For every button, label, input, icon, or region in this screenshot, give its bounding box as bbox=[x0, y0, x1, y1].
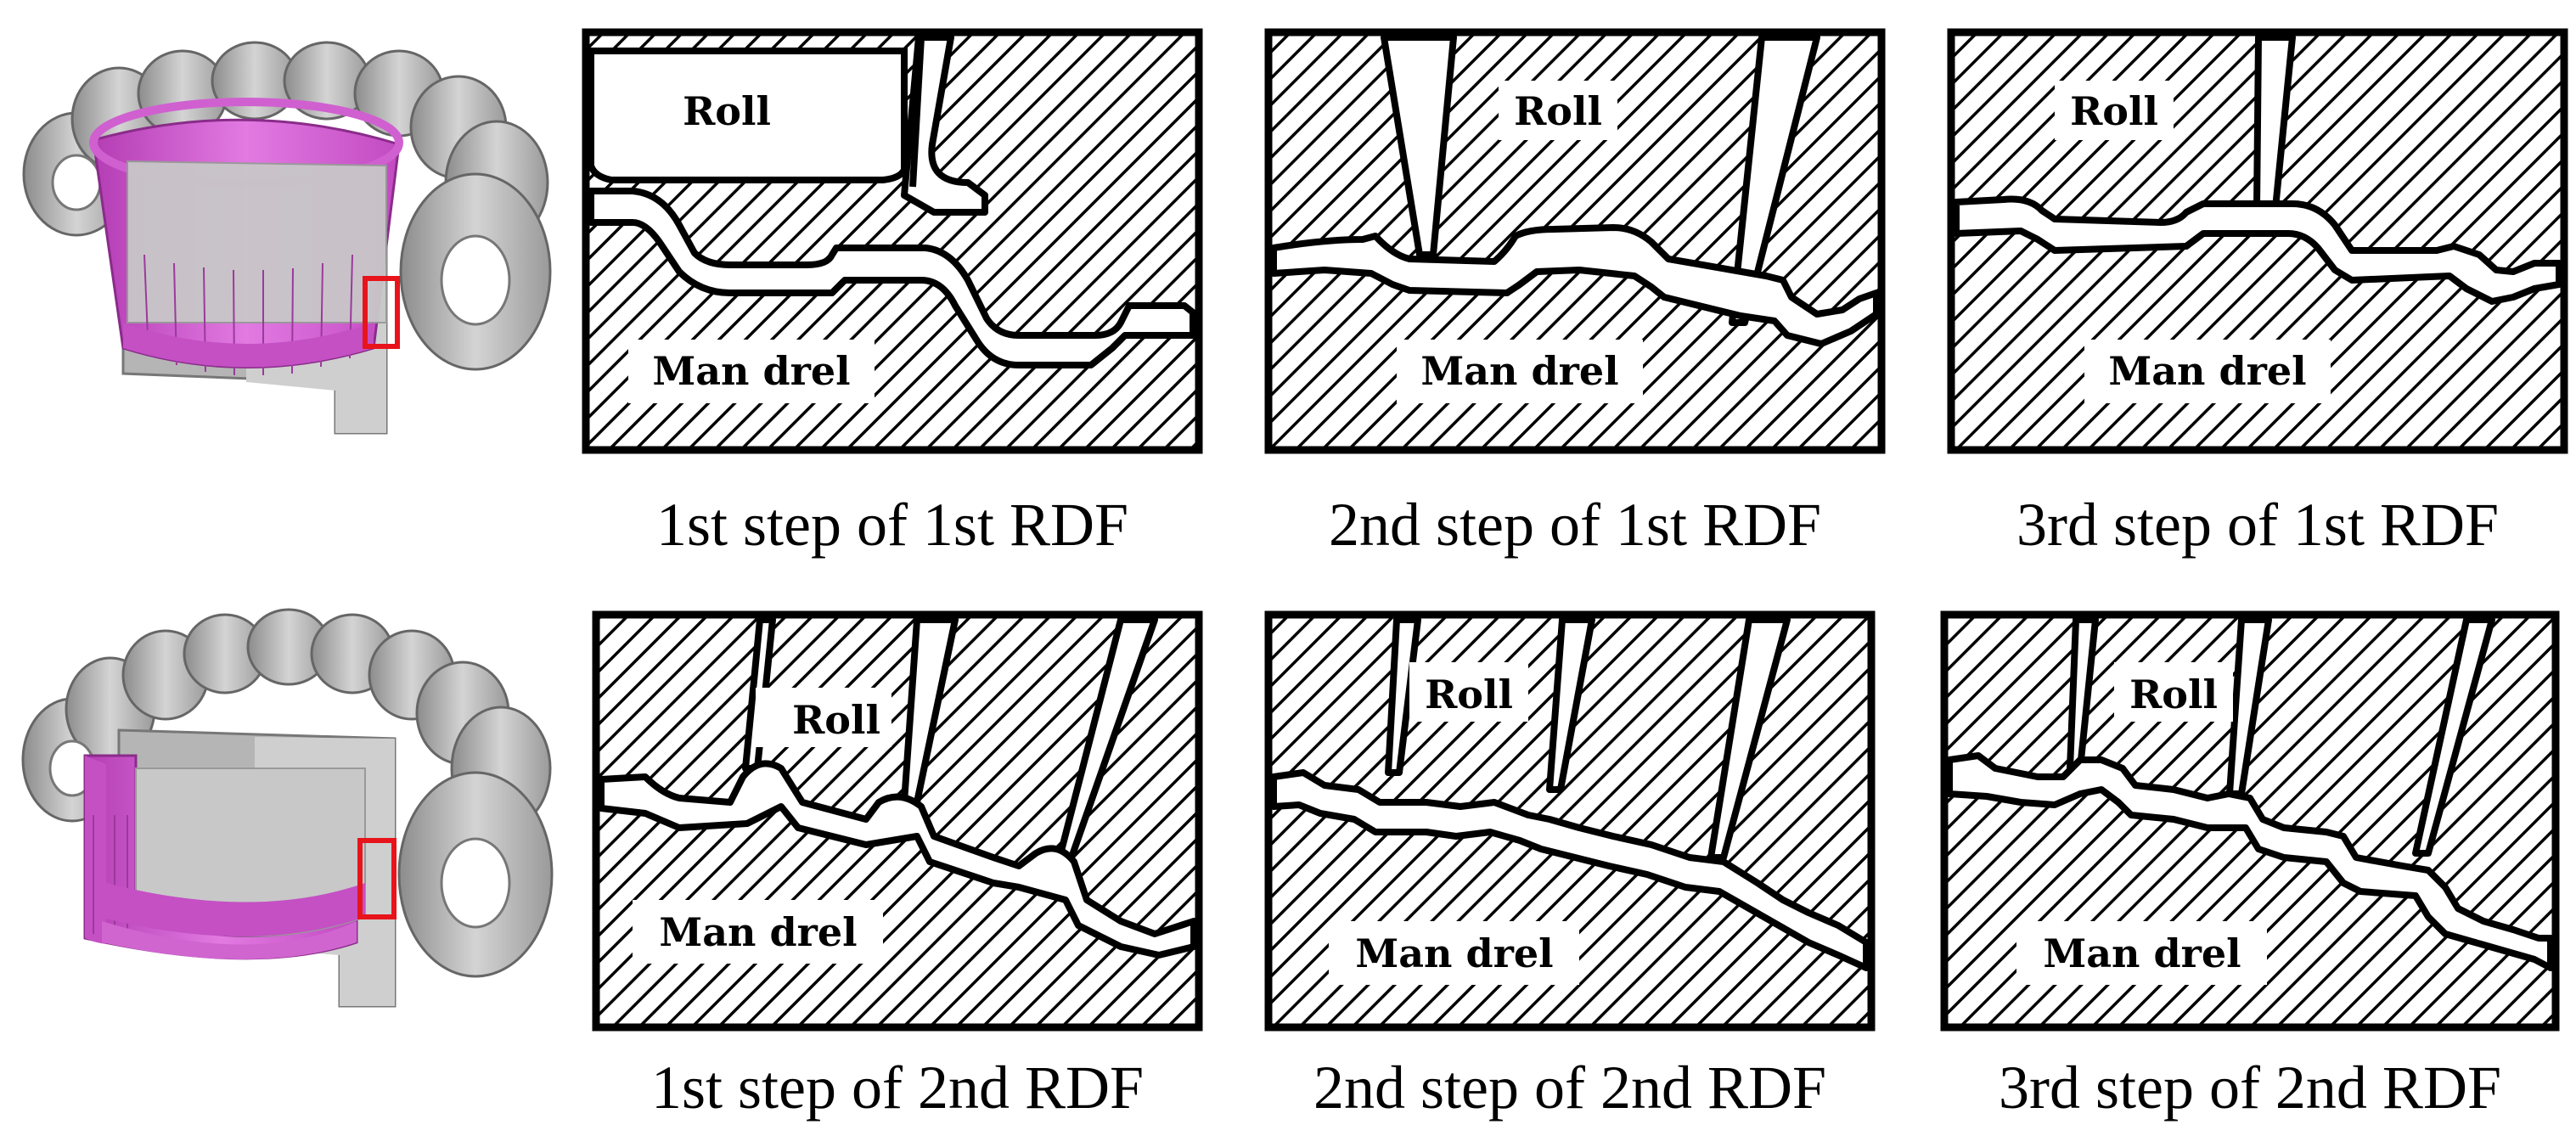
assembly-model-2nd-rdf-icon bbox=[21, 608, 554, 1008]
roll-label: Roll bbox=[1514, 88, 1602, 134]
panel-1st-step-1st-rdf: Roll Man drel 1st step of 1st RDF bbox=[582, 28, 1203, 559]
mandrel-label: Man drel bbox=[652, 348, 850, 394]
panel-caption: 2nd step of 2nd RDF bbox=[1313, 1054, 1826, 1122]
panel-caption: 2nd step of 1st RDF bbox=[1329, 491, 1821, 559]
panel-2nd-step-1st-rdf: Roll Man drel 2nd step of 1st RDF bbox=[1264, 28, 1886, 559]
mandrel-label: Man drel bbox=[2043, 931, 2241, 976]
roll-label: Roll bbox=[792, 697, 880, 743]
roll-label: Roll bbox=[683, 88, 771, 134]
mandrel-label: Man drel bbox=[1355, 931, 1553, 976]
panel-caption: 1st step of 1st RDF bbox=[656, 491, 1128, 559]
panel-caption: 1st step of 2nd RDF bbox=[651, 1054, 1144, 1122]
mandrel-label: Man drel bbox=[659, 909, 857, 955]
panel-3rd-step-1st-rdf: Roll Man drel 3rd step of 1st RDF bbox=[1947, 28, 2568, 559]
mandrel-label: Man drel bbox=[2108, 348, 2306, 394]
panel-caption: 3rd step of 2nd RDF bbox=[1999, 1054, 2501, 1122]
mandrel-label: Man drel bbox=[1420, 348, 1618, 394]
panel-3rd-step-2nd-rdf: Roll Man drel 3rd step of 2nd RDF bbox=[1940, 610, 2560, 1122]
assembly-model-1st-rdf-icon bbox=[22, 41, 552, 435]
panel-caption: 3rd step of 1st RDF bbox=[2016, 491, 2499, 559]
roll-label: Roll bbox=[2129, 672, 2218, 717]
roll-label: Roll bbox=[1425, 672, 1513, 717]
roll-label: Roll bbox=[2070, 88, 2158, 134]
panel-1st-step-2nd-rdf: Roll Man drel 1st step of 2nd RDF bbox=[592, 610, 1203, 1122]
panel-2nd-step-2nd-rdf: Roll Man drel 2nd step of 2nd RDF bbox=[1264, 610, 1876, 1122]
